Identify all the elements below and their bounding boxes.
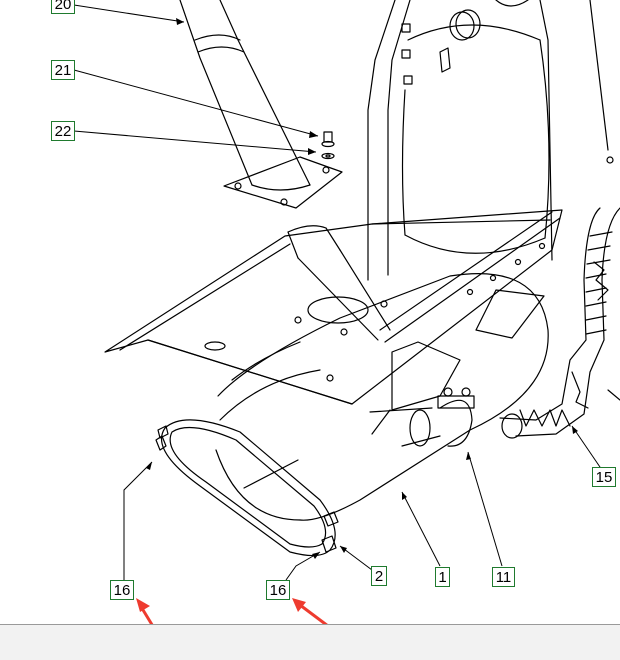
annotation-arrow-right	[292, 598, 329, 628]
small-fastener-right	[589, 0, 614, 164]
pipe-stub	[287, 225, 391, 341]
callout-21: 21	[51, 60, 75, 80]
callout-1: 1	[435, 567, 450, 587]
intake-tube	[179, 0, 311, 191]
leader-lines	[73, 4, 603, 581]
outlet-pipe	[369, 387, 475, 447]
callout-11: 11	[492, 567, 515, 587]
flex-hose	[499, 207, 620, 439]
inlet-bracket	[391, 289, 545, 411]
callout-16-right: 16	[266, 580, 290, 600]
callout-22: 22	[51, 121, 75, 141]
flange-plate	[223, 156, 343, 209]
callout-2: 2	[371, 566, 387, 586]
callout-20: 20	[51, 0, 75, 14]
callout-16-left: 16	[110, 580, 134, 600]
bottom-strip	[0, 624, 620, 660]
end-plate-clamp	[155, 419, 339, 557]
screw-and-washer	[321, 131, 335, 160]
callout-15: 15	[592, 467, 616, 487]
muffler-body	[215, 273, 549, 521]
radiator-frame	[367, 0, 553, 281]
leader-arrowheads	[146, 18, 578, 559]
mounting-tray	[104, 209, 563, 405]
